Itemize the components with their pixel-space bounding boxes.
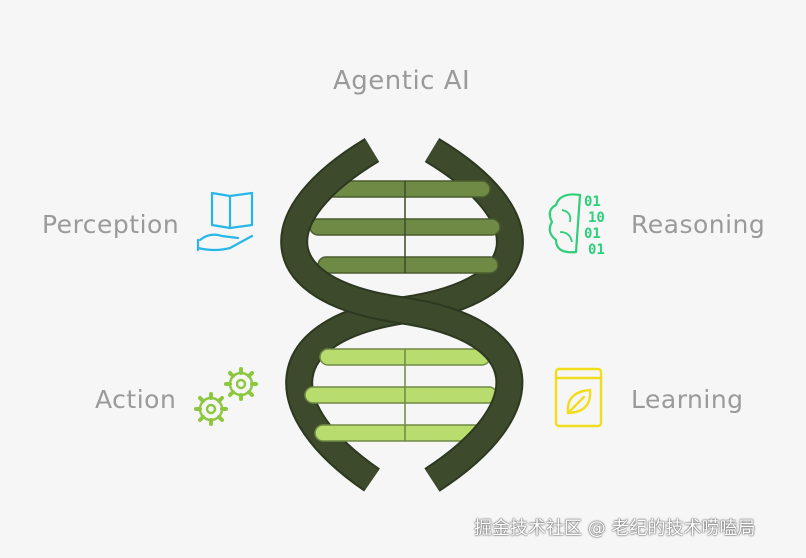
rung — [304, 386, 498, 404]
gears-icon — [194, 367, 258, 426]
node-label-reasoning: Reasoning — [631, 210, 766, 239]
watermark-text: 掘金技术社区 @ 老纪的技术唠嗑局 — [474, 518, 756, 539]
upper-rungs — [309, 180, 501, 274]
brain-binary-icon: 01 10 01 01 — [548, 193, 605, 258]
node-label-learning: Learning — [631, 385, 744, 414]
dna-helix — [280, 138, 524, 492]
diagram-title: Agentic AI — [333, 66, 471, 96]
node-label-perception: Perception — [42, 210, 180, 239]
book-hand-icon — [196, 191, 254, 252]
binary-digit: 01 — [584, 226, 601, 242]
binary-digit: 01 — [584, 194, 601, 210]
rung — [324, 180, 491, 198]
leaf-book-icon — [554, 367, 603, 428]
lower-rungs — [304, 348, 498, 442]
node-label-action: Action — [95, 385, 177, 414]
binary-digit: 10 — [588, 210, 605, 226]
rung — [317, 256, 499, 274]
binary-digit: 01 — [588, 242, 605, 258]
